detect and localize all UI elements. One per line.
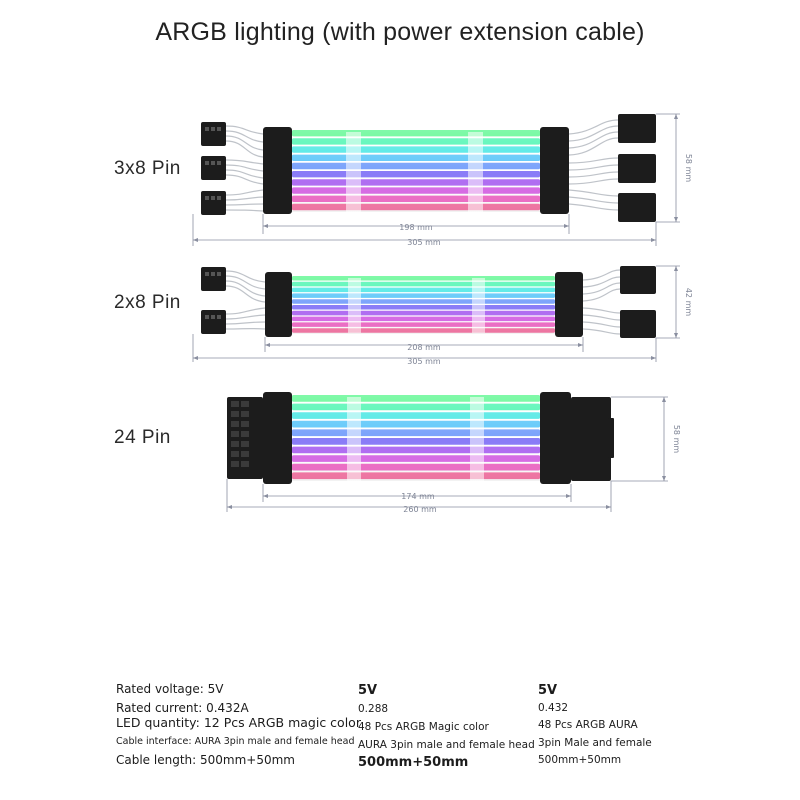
spec-rated-current: 0.432 xyxy=(538,701,569,714)
dim-outer-length: 305 mm xyxy=(407,357,441,366)
wires-left xyxy=(225,125,264,212)
main-connector-right xyxy=(540,127,569,214)
page-title: ARGB lighting (with power extension cabl… xyxy=(155,18,645,46)
label-24-pin: 24 Pin xyxy=(114,427,171,448)
spec-column-1: Rated voltage: 5V Rated current: 0.432A … xyxy=(116,680,361,770)
dim-height: 58 mm xyxy=(672,425,681,454)
spec-led-quantity: 48 Pcs ARGB AURA xyxy=(538,719,638,731)
spec-cable-length: Cable length: 500mm+50mm xyxy=(116,753,295,767)
dim-outer-length: 260 mm xyxy=(403,505,437,514)
dim-inner-length: 208 mm xyxy=(407,343,441,352)
small-connectors-left xyxy=(201,267,226,334)
main-connector-left xyxy=(263,392,292,484)
main-connector-right xyxy=(555,272,583,337)
dim-outer-length: 305 mm xyxy=(407,238,441,247)
spec-rated-current: 0.288 xyxy=(358,703,389,715)
cable-comb xyxy=(468,132,483,212)
cable-comb xyxy=(346,132,361,212)
spec-led-quantity: 48 Pcs ARGB Magic color xyxy=(358,721,489,733)
main-connector-right xyxy=(540,392,571,484)
dim-inner-length: 198 mm xyxy=(399,223,433,232)
label-2x8-pin: 2x8 Pin xyxy=(114,292,181,313)
spec-cable-length: 500mm+50mm xyxy=(358,755,469,770)
cable-comb xyxy=(347,397,361,481)
spec-column-2: 5V 0.288 48 Pcs ARGB Magic color AURA 3p… xyxy=(358,682,535,772)
spec-column-3: 5V 0.432 48 Pcs ARGB AURA 3pin Male and … xyxy=(538,682,652,770)
small-connectors-right xyxy=(620,266,656,338)
cable-24-pin: 174 mm 260 mm 58 mm xyxy=(226,392,681,514)
connector-24-pin-right xyxy=(571,397,614,481)
wires-right xyxy=(568,119,619,211)
cable-comb xyxy=(348,278,361,333)
dim-inner-length: 174 mm xyxy=(401,492,435,501)
dimension-lines xyxy=(226,396,668,512)
spec-led-quantity: LED quantity: 12 Pcs ARGB magic color xyxy=(116,715,361,730)
spec-cable-interface: AURA 3pin male and female head xyxy=(358,739,535,751)
dimension-lines xyxy=(192,113,680,246)
cable-comb xyxy=(470,397,484,481)
spec-cable-interface: Cable interface: AURA 3pin male and fema… xyxy=(116,735,355,747)
cable-comb xyxy=(472,278,485,333)
small-connectors-right xyxy=(618,114,656,222)
connector-24-pin-left xyxy=(227,397,263,479)
dim-height: 42 mm xyxy=(684,288,693,317)
wires-right xyxy=(582,269,621,335)
main-connector-left xyxy=(263,127,292,214)
small-connectors-left xyxy=(201,122,226,215)
spec-rated-current: Rated current: 0.432A xyxy=(116,700,249,715)
spec-cable-interface: 3pin Male and female xyxy=(538,736,652,749)
cable-3x8-pin: 198 mm 305 mm 58 mm xyxy=(192,113,693,247)
main-connector-left xyxy=(265,272,292,337)
wires-left xyxy=(225,270,266,330)
label-3x8-pin: 3x8 Pin xyxy=(114,158,181,179)
spec-cable-length: 500mm+50mm xyxy=(538,754,622,766)
spec-rated-voltage: 5V xyxy=(358,683,378,698)
spec-rated-voltage: 5V xyxy=(538,683,558,698)
spec-rated-voltage: Rated voltage: 5V xyxy=(116,682,224,696)
cable-2x8-pin: 208 mm 305 mm 42 mm xyxy=(192,265,693,366)
dim-height: 58 mm xyxy=(684,154,693,183)
